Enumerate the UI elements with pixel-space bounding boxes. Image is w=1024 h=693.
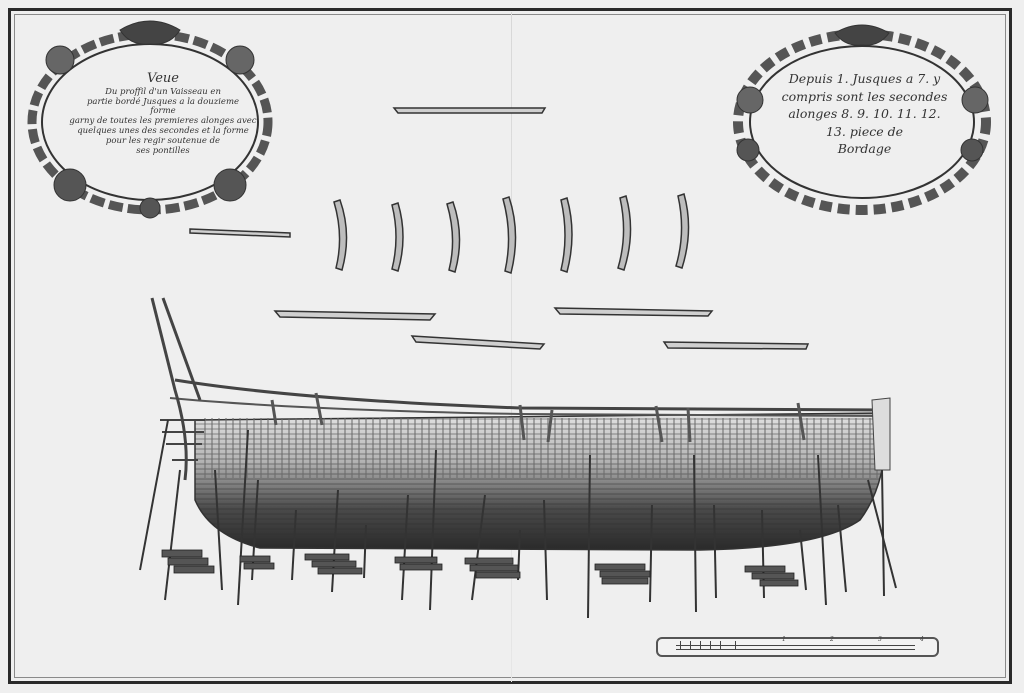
scale-ruler [676, 645, 915, 650]
right-cartouche-line: Bordage [837, 141, 892, 156]
left-cartouche-line: garny de toutes les premieres alonges av… [69, 116, 257, 127]
left-cartouche: Veue Du proffil d'un Vaisseau en partie … [58, 71, 268, 156]
left-cartouche-line: ses pontilles [136, 145, 190, 156]
scale-frame [656, 637, 939, 657]
left-cartouche-line: partie bordé Jusques a la douzieme [86, 96, 240, 107]
right-cartouche-line: 13. piece de [825, 123, 904, 139]
right-cartouche-frame [733, 24, 991, 215]
right-cartouche: Depuis 1. Jusques a 7. y compris sont le… [752, 70, 977, 158]
scale-label: 3 [878, 636, 882, 643]
keel-blocks [161, 549, 799, 587]
scale-label: 4 [920, 636, 924, 643]
right-cartouche-line: Depuis 1. Jusques a 7. y [788, 71, 941, 86]
shoring-props [139, 419, 897, 619]
plate-border-outer [8, 8, 1012, 684]
plate-border-inner [14, 14, 1006, 678]
scale-tick [700, 641, 701, 649]
scale-label: 1 [782, 636, 786, 643]
scale-tick [720, 641, 721, 649]
scale-tick [680, 641, 681, 649]
left-cartouche-line: pour les regir soutenue de [105, 135, 221, 146]
curved-frames [333, 193, 690, 274]
right-cartouche-line: compris sont les secondes [781, 88, 948, 104]
scale-tick [735, 641, 736, 649]
left-cartouche-title: Veue [147, 71, 179, 86]
left-cartouche-line: forme [150, 106, 176, 117]
loose-planks [189, 107, 810, 350]
ship-hull [150, 297, 891, 551]
scale-tick [710, 641, 711, 649]
right-cartouche-line: alonges 8. 9. 10. 11. 12. [788, 106, 941, 121]
scale-bar: 1 2 3 4 [650, 630, 945, 664]
scale-label: 2 [830, 636, 834, 643]
scale-tick [690, 641, 691, 649]
left-cartouche-line: quelques unes des secondes et la forme [77, 126, 249, 136]
left-cartouche-frame [27, 20, 273, 219]
left-cartouche-line: Du proffil d'un Vaisseau en [105, 86, 221, 97]
